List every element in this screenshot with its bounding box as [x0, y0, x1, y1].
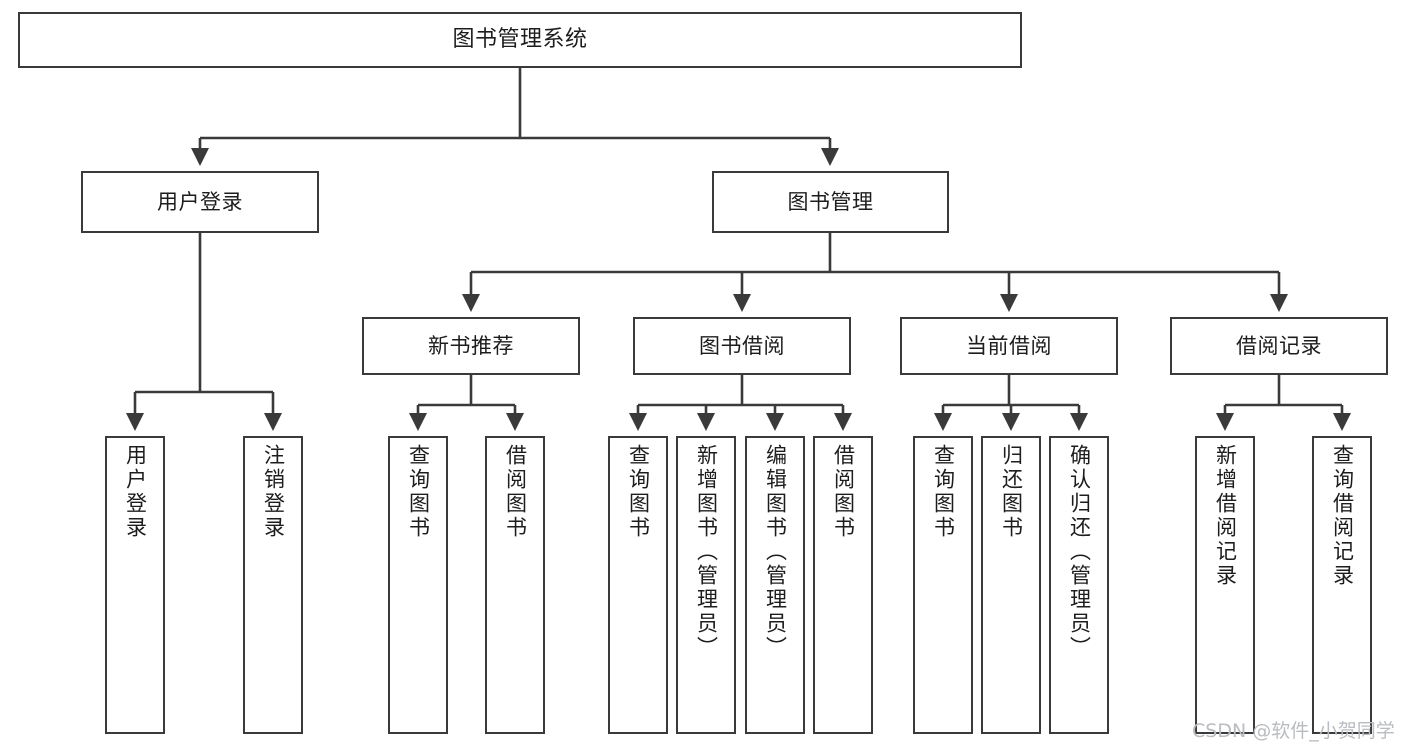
node-leaf-6[interactable]: 编辑图书（管理员）	[745, 436, 805, 734]
node-leaf-8-label: 查询图书	[931, 444, 956, 540]
node-level3-2-label: 当前借阅	[966, 333, 1052, 358]
watermark-text: CSDN @软件_小贺同学	[1192, 720, 1395, 742]
node-leaf-9[interactable]: 归还图书	[981, 436, 1041, 734]
node-leaf-2-label: 查询图书	[406, 444, 431, 540]
node-leaf-2[interactable]: 查询图书	[388, 436, 448, 734]
node-leaf-1[interactable]: 注销登录	[243, 436, 303, 734]
node-leaf-6-label: 编辑图书（管理员）	[763, 444, 788, 660]
node-level3-2[interactable]: 当前借阅	[900, 317, 1118, 375]
node-leaf-9-label: 归还图书	[999, 444, 1024, 540]
node-leaf-12[interactable]: 查询借阅记录	[1312, 436, 1372, 734]
node-leaf-11[interactable]: 新增借阅记录	[1195, 436, 1255, 734]
node-level2-0[interactable]: 用户登录	[81, 171, 319, 233]
node-leaf-7-label: 借阅图书	[831, 444, 856, 540]
node-level2-1[interactable]: 图书管理	[712, 171, 949, 233]
node-level3-0[interactable]: 新书推荐	[362, 317, 580, 375]
node-leaf-8[interactable]: 查询图书	[913, 436, 973, 734]
node-level2-1-label: 图书管理	[787, 189, 874, 214]
node-leaf-7[interactable]: 借阅图书	[813, 436, 873, 734]
node-leaf-3-label: 借阅图书	[503, 444, 528, 540]
node-level2-0-label: 用户登录	[157, 189, 243, 214]
node-leaf-11-label: 新增借阅记录	[1213, 444, 1238, 588]
node-leaf-10[interactable]: 确认归还（管理员）	[1049, 436, 1109, 734]
node-leaf-5-label: 新增图书（管理员）	[694, 444, 719, 660]
node-level3-0-label: 新书推荐	[428, 333, 514, 358]
node-leaf-12-label: 查询借阅记录	[1330, 444, 1355, 588]
node-level3-3[interactable]: 借阅记录	[1170, 317, 1388, 375]
node-level3-1-label: 图书借阅	[699, 333, 785, 358]
node-leaf-0-label: 用户登录	[123, 444, 148, 540]
node-leaf-10-label: 确认归还（管理员）	[1067, 444, 1092, 660]
node-leaf-1-label: 注销登录	[261, 444, 286, 540]
node-leaf-4-label: 查询图书	[626, 444, 651, 540]
node-leaf-0[interactable]: 用户登录	[105, 436, 165, 734]
node-root-label: 图书管理系统	[452, 27, 588, 53]
node-level3-3-label: 借阅记录	[1236, 333, 1322, 358]
node-level3-1[interactable]: 图书借阅	[633, 317, 851, 375]
node-leaf-3[interactable]: 借阅图书	[485, 436, 545, 734]
node-leaf-5[interactable]: 新增图书（管理员）	[676, 436, 736, 734]
node-root[interactable]: 图书管理系统	[18, 12, 1022, 68]
node-leaf-4[interactable]: 查询图书	[608, 436, 668, 734]
